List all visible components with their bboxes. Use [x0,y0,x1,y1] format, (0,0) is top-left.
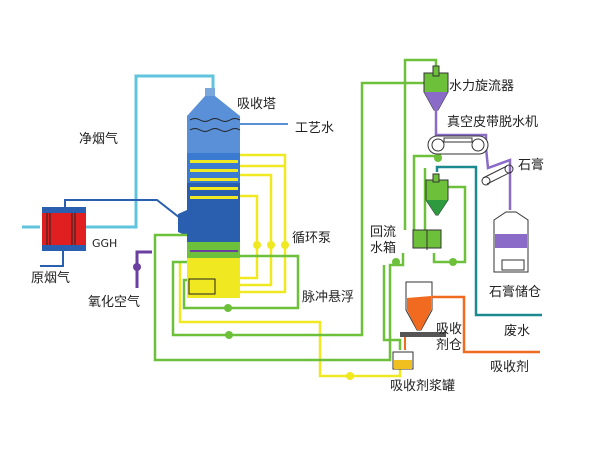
label-process-water: 工艺水 [295,121,335,136]
vacuum-belt-filter [427,135,489,155]
label-absorbent-silo-2: 剂仓 [436,338,463,353]
circulation-pump-icons [253,241,354,380]
absorber-tower [178,88,241,298]
label-hydrocyclone: 水力旋流器 [449,79,515,94]
label-pulse-suspension: 脉冲悬浮 [302,290,355,305]
gypsum-conveyor [481,164,514,186]
raw-gas-to-absorber-pipe [64,199,181,219]
label-oxidation-air: 氧化空气 [88,295,141,310]
return-water-tank [412,229,442,250]
label-gypsum-silo: 石膏储仓 [489,285,542,300]
oxidation-air-pipe [135,250,152,288]
label-absorbent-slurry-tank: 吸收剂浆罐 [390,379,456,394]
secondary-cyclone [425,173,449,216]
water-pump-icons [224,154,457,339]
absorbent-slurry-tank [392,351,414,370]
label-vacuum-belt-filter: 真空皮带脱水机 [447,115,539,130]
label-ggh: GGH [92,237,118,250]
label-absorbent-silo-1: 吸收 [436,322,463,337]
ggh-heat-exchanger [42,207,86,251]
label-waste-water: 废水 [504,324,531,339]
circulation-pipes [178,153,402,378]
absorbent-pipe [432,295,540,354]
waste-water-pipe [435,165,542,317]
raw-gas-inlet-pipe [40,250,64,267]
water-pipes [153,58,467,362]
label-raw-flue-gas: 原烟气 [31,271,71,286]
hydrocyclone [423,65,449,111]
oxidation-air-fan-icon [133,263,141,271]
label-circulation-pump: 循环泵 [292,231,332,246]
label-return-tank-1: 回流 [370,225,397,240]
label-absorbent: 吸收剂 [490,360,530,375]
label-clean-flue-gas: 净烟气 [79,132,119,147]
label-return-tank-2: 水箱 [370,241,397,256]
screw-feeder [400,332,446,337]
clean-gas-pipe [85,74,215,229]
label-absorber: 吸收塔 [237,97,277,112]
absorbent-silo [405,281,433,331]
gypsum-silo [493,211,529,273]
label-gypsum: 石膏 [518,158,545,173]
